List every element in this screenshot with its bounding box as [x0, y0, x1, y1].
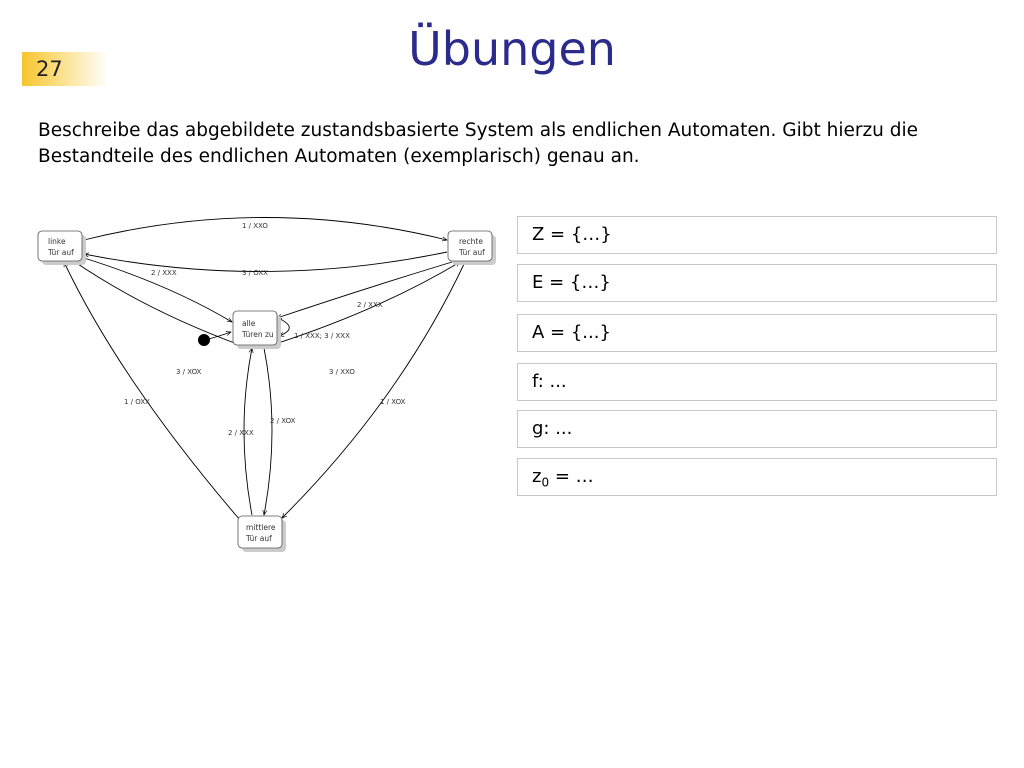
- label-bottom-to-left: 1 / OXX: [124, 398, 150, 406]
- label-left-to-center: 2 / XXX: [151, 269, 177, 277]
- answer-box-a: A = {...}: [517, 314, 997, 352]
- label-center-self: 1 / XXX; 3 / XXX: [294, 332, 350, 340]
- state-left: linke Tür auf: [37, 230, 86, 265]
- z0-base: z: [532, 466, 542, 487]
- label-right-to-bottom: 1 / XOX: [380, 398, 406, 406]
- answer-box-g: g: ...: [517, 410, 997, 448]
- z0-rest: = …: [549, 466, 594, 487]
- label-center-to-bottom: 2 / XOX: [270, 417, 296, 425]
- answer-box-z0: z0 = …: [517, 458, 997, 496]
- state-left-line2: Tür auf: [47, 248, 74, 257]
- transition-bottom-to-center: [243, 348, 252, 516]
- transition-right-to-bottom: [282, 261, 466, 518]
- label-right-to-center: 2 / XXX: [357, 301, 383, 309]
- label-right-to-left: 3 / OXX: [242, 269, 268, 277]
- z0-subscript: 0: [541, 475, 550, 490]
- state-bottom-line2: Tür auf: [245, 534, 272, 543]
- state-diagram: linke Tür auf rechte Tür auf alle Türen …: [37, 217, 496, 552]
- answer-box-e: E = {…}: [517, 264, 997, 302]
- transition-center-to-bottom: [264, 347, 273, 515]
- answer-box-z: Z = {…}: [517, 216, 997, 254]
- label-bottom-to-center: 2 / XXX: [228, 429, 254, 437]
- transition-right-to-left: [84, 251, 448, 272]
- transition-center-self: [277, 317, 290, 336]
- label-center-to-right: 3 / XXO: [329, 368, 355, 376]
- transition-center-to-right: [271, 262, 460, 346]
- state-center-line1: alle: [242, 319, 256, 328]
- page-title: Übungen: [408, 22, 616, 76]
- label-left-to-right-top: 1 / XXO: [242, 222, 268, 230]
- state-center: alle Türen zu: [232, 310, 281, 349]
- state-center-line2: Türen zu: [241, 330, 274, 339]
- state-right-line2: Tür auf: [458, 248, 485, 257]
- transition-left-to-center: [83, 257, 232, 322]
- state-right-line1: rechte: [459, 237, 483, 246]
- answer-box-f: f: ...: [517, 363, 997, 401]
- state-right: rechte Tür auf: [447, 230, 496, 265]
- state-bottom-line1: mittlere: [246, 523, 276, 532]
- state-left-line1: linke: [48, 237, 66, 246]
- initial-state-dot: [198, 334, 210, 346]
- task-text: Beschreibe das abgebildete zustandsbasie…: [38, 120, 919, 167]
- state-bottom: mittlere Tür auf: [237, 515, 286, 552]
- transition-left-to-right-top: [83, 217, 447, 241]
- transition-bottom-to-left: [63, 262, 241, 521]
- page-number: 27: [22, 52, 108, 86]
- label-center-to-left: 3 / XOX: [176, 368, 202, 376]
- transition-right-to-center: [277, 261, 453, 318]
